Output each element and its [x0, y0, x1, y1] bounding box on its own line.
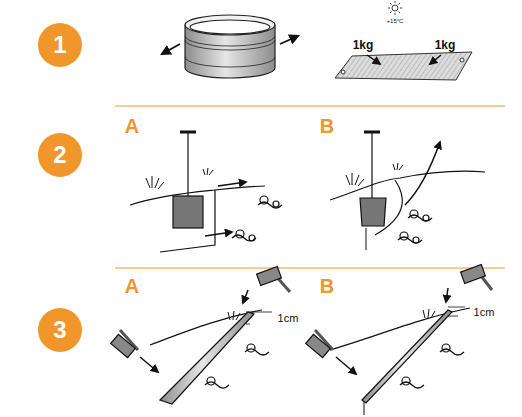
- edging-installed-a: [111, 267, 290, 404]
- step-number-circle: 2: [38, 133, 82, 177]
- edging-coil: [185, 15, 275, 78]
- separator-line: [115, 106, 505, 107]
- panel-letter: A: [125, 276, 139, 296]
- unroll-arrow: [162, 44, 180, 54]
- sun-icon: [388, 1, 402, 15]
- dimension-label: 1cm: [473, 307, 496, 318]
- weight-label: 1kg: [353, 39, 374, 51]
- temperature-label: +15°C: [387, 18, 404, 24]
- panel-letter: A: [125, 116, 139, 136]
- step-number-circle: 1: [38, 23, 82, 67]
- dimension-label: 1cm: [277, 313, 300, 324]
- strip-hole: [460, 58, 464, 62]
- panel-letter: B: [320, 276, 334, 296]
- step-number-circle: 3: [38, 308, 82, 352]
- step-number: 3: [53, 318, 66, 342]
- weight-arrow: [367, 55, 380, 64]
- weight-label: 1kg: [435, 39, 456, 51]
- panel-letter: B: [320, 116, 334, 136]
- flattened-edging: [335, 52, 472, 80]
- digging-scene-b: [330, 132, 485, 250]
- edging-installed-b: [306, 265, 492, 415]
- separator-line: [115, 268, 505, 269]
- step-number: 1: [53, 33, 66, 57]
- weight-arrow: [430, 55, 441, 64]
- digging-scene-a: [130, 132, 282, 252]
- unroll-arrow: [280, 36, 298, 44]
- step-number: 2: [53, 143, 66, 167]
- strip-hole: [341, 70, 345, 74]
